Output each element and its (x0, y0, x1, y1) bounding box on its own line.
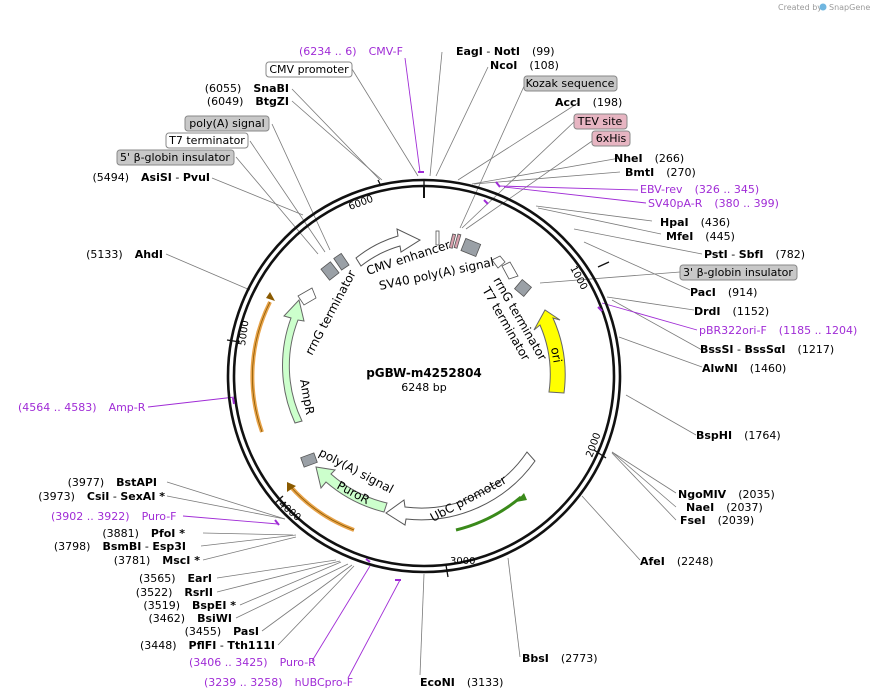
ruler-5000: 5000 (237, 320, 251, 347)
3-globin-label: 3' β-globin insulator (683, 266, 793, 279)
ubc-label: UbC promoter (428, 473, 509, 525)
primer-cmv-f: (6234 .. 6)CMV-F (299, 45, 403, 58)
primer-puro-r: (3406 .. 3425)Puro-R (189, 656, 316, 669)
site-acci: AccI(198) (555, 96, 622, 109)
sites-left: (6055)SnaBI (6049)BtgZI (5494)AsiSI - Pv… (38, 82, 289, 652)
site-nhei: NheI(266) (614, 152, 684, 165)
created-by-text: Created by (778, 3, 822, 12)
site-fsei: FseI(2039) (680, 514, 754, 527)
kozak-label: Kozak sequence (526, 77, 615, 90)
site-psti-sbfi: PstI - SbfI(782) (704, 248, 805, 261)
ubc-promoter-arrow (385, 451, 536, 526)
site-drdi: DrdI(1152) (694, 305, 769, 318)
site-bsssi: BssSI - BssSαI(1217) (700, 343, 834, 356)
site-hpai: HpaI(436) (660, 216, 730, 229)
globin-insulator-3-mark (460, 237, 482, 258)
site-bsphi: BspHI(1764) (696, 429, 781, 442)
6xhis-label: 6xHis (596, 132, 627, 145)
sites-right: HpaI(436) MfeI(445) PstI - SbfI(782) Pac… (522, 216, 834, 665)
site-bsmbi-esp3i: (3798)BsmBI - Esp3I (54, 540, 186, 553)
cmv-promoter-label: CMV promoter (269, 63, 349, 76)
snapgene-wordmark: SnapGene (829, 3, 870, 12)
primer-marks (232, 171, 603, 581)
ruler-6000: 6000 (347, 194, 375, 213)
primer-pbr322ori-f: pBR322ori-F(1185 .. 1204) (699, 324, 857, 337)
polya-signal-label: poly(A) signal (189, 117, 264, 130)
sites-top: EagI - NotI(99) NcoI(108) AccI(198) NheI… (456, 45, 696, 179)
site-bspei: (3519)BspEI * (143, 599, 236, 612)
site-snabi: (6055)SnaBI (205, 82, 289, 95)
his-mark (453, 233, 462, 249)
site-pflfi-tth111i: (3448)PflFI - Tth111I (140, 639, 275, 652)
globin-insulator-5-mark (320, 261, 340, 281)
site-afei: AfeI(2248) (640, 555, 713, 568)
5-globin-label: 5' β-globin insulator (120, 151, 230, 164)
primer-hubcpro-f: (3239 .. 3258)hUBCpro-F (204, 676, 353, 689)
rrng-right-arrow (501, 261, 519, 280)
snapgene-logo: SnapGene (819, 3, 870, 12)
site-econi: EcoNI(3133) (420, 676, 503, 689)
primer-sv40pa-r: SV40pA-R(380 .. 399) (648, 197, 779, 210)
puror-outer-head (287, 482, 296, 492)
puror-outer-bar-line (289, 485, 355, 531)
site-eagi-noti: EagI - NotI(99) (456, 45, 555, 58)
site-btgzi: (6049)BtgZI (207, 95, 289, 108)
plasmid-name: pGBW-m4252804 (366, 366, 482, 380)
site-ncoi: NcoI(108) (490, 59, 559, 72)
site-ngomiv: NgoMIV(2035) (678, 488, 775, 501)
rrng-left-label: rrnG terminator (302, 268, 358, 358)
site-bstapi: (3977)BstAPI (68, 476, 157, 489)
ampr-outer-bar (250, 301, 272, 433)
primer-ebv-rev: EBV-rev(326 .. 345) (640, 183, 759, 196)
ruler-3000: 3000 (450, 556, 475, 567)
site-mfei: MfeI(445) (666, 230, 735, 243)
ampr-outer-head (266, 292, 275, 301)
t7-term-arrow (491, 255, 506, 269)
polya-right-mark (300, 452, 318, 468)
site-paci: PacI(914) (690, 286, 757, 299)
leader-lines (165, 51, 703, 676)
ori-label: ori (548, 346, 564, 364)
site-csii-sexai: (3973)CsiI - SexAI * (38, 490, 165, 503)
polya-left-mark (333, 252, 350, 271)
cmv-enhancer-arrow (355, 228, 422, 267)
ampr-arrow (282, 298, 305, 424)
site-ahdi: (5133)AhdI (86, 248, 163, 261)
ubc-green-head (516, 493, 527, 502)
boxed-label-group: CMV promoter Kozak sequence poly(A) sign… (116, 61, 798, 281)
rrng-left-arrow (297, 287, 317, 306)
site-msci: (3781)MscI * (114, 554, 201, 567)
primer-puro-f: (3902 .. 3922)Puro-F (51, 510, 177, 523)
ampr-outer-bar-line (252, 301, 271, 433)
primer-labels: (6234 .. 6)CMV-F EBV-rev(326 .. 345) SV4… (18, 45, 857, 689)
plasmid-length: 6248 bp (401, 381, 446, 394)
site-naei: NaeI(2037) (686, 501, 763, 514)
site-alwni: AlwNI(1460) (702, 362, 786, 375)
kozak-mark (435, 230, 440, 246)
site-rsrii: (3522)RsrII (136, 586, 213, 599)
primer-amp-r: (4564 .. 4583)Amp-R (18, 401, 146, 414)
puror-arrow (315, 466, 388, 513)
ampr-label: AmpR (297, 378, 317, 416)
ubc-green-bar (455, 495, 522, 532)
site-bmti: BmtI(270) (625, 166, 696, 179)
tev-site-label: TEV site (577, 115, 623, 128)
globin-insulator-3b-mark (513, 278, 533, 298)
site-bbsi: BbsI(2773) (522, 652, 597, 665)
ori-arrow (533, 309, 566, 394)
site-pasi: (3455)PasI (185, 625, 259, 638)
site-bsiwi: (3462)BsiWI (148, 612, 232, 625)
site-pfoi: (3881)PfoI * (102, 527, 185, 540)
primer-lines (147, 57, 698, 679)
site-asisi-pvui: (5494)AsiSI - PvuI (92, 171, 210, 184)
tev-mark (448, 233, 457, 249)
site-eari: (3565)EarI (139, 572, 212, 585)
t7-terminator-label: T7 terminator (168, 134, 245, 147)
